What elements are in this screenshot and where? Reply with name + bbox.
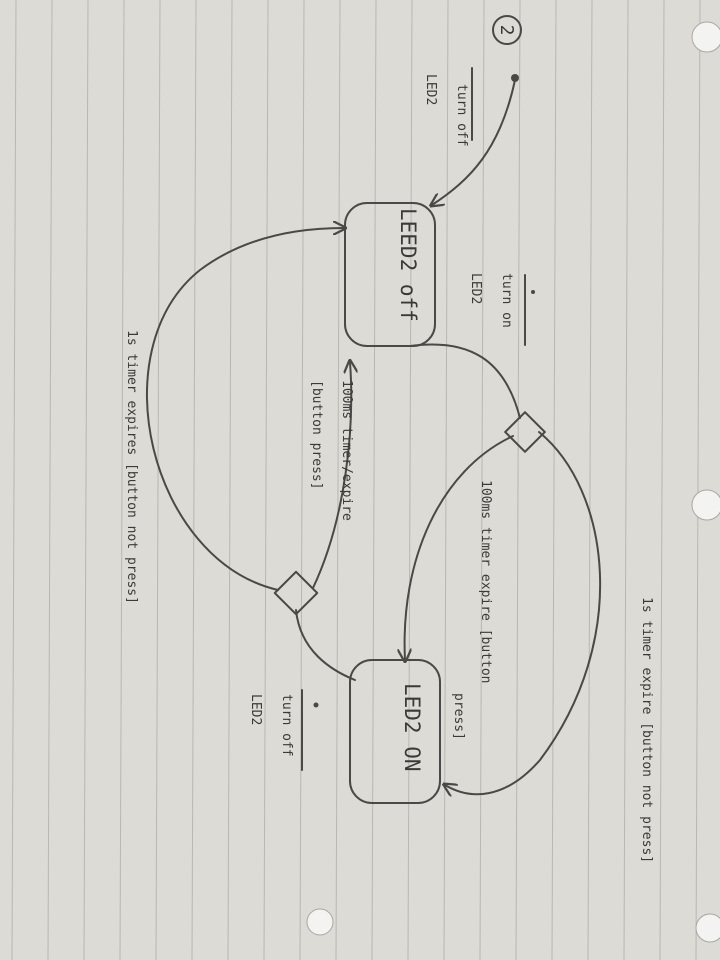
state-led2-off-box [344, 202, 436, 347]
ruled-line [515, 0, 521, 960]
transition-on-to-choice-left [295, 609, 356, 681]
initial-action-line-1: turn off [454, 84, 469, 147]
choice-node-left [273, 570, 319, 616]
entry-action-off: turn on LED2 [468, 273, 535, 346]
ruled-line [695, 0, 701, 960]
entry-action-off-line-1: turn on [499, 273, 514, 328]
transition-label-100ms-left-line-2: [button press] [309, 380, 324, 490]
ruled-line [299, 0, 305, 960]
initial-transition-arrow [432, 79, 516, 205]
ruled-line [479, 0, 485, 960]
ruled-line [371, 0, 377, 960]
ruled-line [47, 0, 53, 960]
transition-off-to-choice-right [409, 343, 521, 419]
state-led2-on: LED2 ON [349, 659, 441, 804]
transition-1s-outer-to-on [445, 431, 602, 794]
ruled-line [191, 0, 197, 960]
transition-label-100ms-left-line-1: 100ms timer/expire [339, 380, 354, 521]
page-number-circle [492, 15, 522, 45]
entry-action-on-line-2: LED2 [248, 694, 263, 725]
ruled-lines [11, 0, 701, 960]
entry-action-on-line-1: turn off [279, 694, 294, 757]
binder-hole-top [691, 21, 720, 53]
transition-choice-right-to-on [405, 435, 514, 660]
ruled-line [623, 0, 629, 960]
state-led2-off: LEED2 off [344, 202, 436, 347]
choice-node-right [504, 411, 546, 453]
transition-label-100ms-right-line-2: press] [451, 693, 466, 740]
ruled-line [659, 0, 665, 960]
transition-label-1s-left: 1s timer expires [button not press] [124, 330, 139, 604]
entry-action-off-dot [531, 290, 535, 294]
transition-label-1s-outer: 1s timer expire [button not press] [639, 597, 654, 863]
initial-action-label: turn off LED2 [423, 67, 473, 147]
ruled-line [443, 0, 449, 960]
state-led2-off-label: LEED2 off [396, 208, 420, 322]
state-led2-on-box [349, 659, 441, 804]
ruled-line [407, 0, 413, 960]
initial-action-line-2: LED2 [423, 74, 438, 105]
binder-hole-corner [695, 913, 720, 943]
transition-label-100ms-right-line-1: 100ms timer expire [button [478, 480, 493, 684]
ruled-line [155, 0, 161, 960]
entry-action-on: turn off LED2 [248, 689, 319, 771]
ruled-line [119, 0, 125, 960]
initial-state-dot [511, 74, 519, 82]
transition-1s-left-to-off [145, 228, 344, 591]
ruled-line [335, 0, 341, 960]
binder-hole-bottom [306, 908, 334, 936]
entry-action-on-dot [313, 702, 319, 708]
ruled-line [263, 0, 269, 960]
ruled-line [587, 0, 593, 960]
ruled-line [551, 0, 557, 960]
ruled-line [11, 0, 17, 960]
binder-hole-middle [691, 489, 720, 521]
transition-choice-left-to-off [312, 362, 351, 589]
entry-action-off-line-2: LED2 [468, 273, 483, 304]
state-led2-on-label: LED2 ON [400, 683, 424, 772]
ruled-line [83, 0, 89, 960]
ruled-line [227, 0, 233, 960]
page-number: 2 [496, 25, 517, 36]
